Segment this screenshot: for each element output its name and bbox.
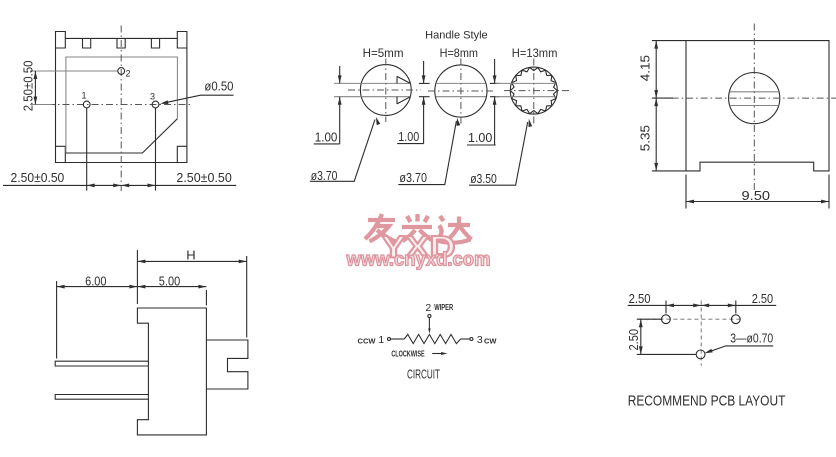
svg-text:2: 2	[425, 302, 431, 314]
svg-text:9.50: 9.50	[742, 188, 771, 203]
svg-text:CW: CW	[484, 336, 497, 345]
svg-text:1: 1	[378, 334, 384, 346]
svg-text:5.00: 5.00	[159, 273, 180, 288]
svg-text:2.50: 2.50	[626, 329, 641, 351]
svg-text:ø3.70: ø3.70	[311, 168, 338, 183]
svg-text:Handle Style: Handle Style	[425, 29, 488, 41]
svg-text:WIPER: WIPER	[434, 304, 453, 312]
svg-text:H=5mm: H=5mm	[363, 46, 404, 60]
svg-text:www.cnyxd.com: www.cnyxd.com	[346, 249, 491, 271]
svg-text:ø3.50: ø3.50	[470, 171, 497, 186]
svg-text:2.50±0.50: 2.50±0.50	[176, 170, 231, 185]
svg-text:4.15: 4.15	[637, 55, 652, 81]
svg-text:2.50±0.50: 2.50±0.50	[11, 170, 65, 185]
svg-text:ø3.70: ø3.70	[399, 170, 427, 185]
svg-text:1: 1	[81, 91, 86, 101]
svg-text:CCW: CCW	[358, 336, 377, 345]
svg-text:3—ø0.70: 3—ø0.70	[730, 331, 773, 346]
svg-text:6.00: 6.00	[85, 273, 106, 288]
svg-text:2.50: 2.50	[752, 291, 774, 306]
svg-text:3: 3	[477, 334, 483, 346]
svg-text:2.50±0.50: 2.50±0.50	[20, 61, 35, 112]
svg-text:1.00: 1.00	[398, 129, 419, 144]
svg-text:5.35: 5.35	[637, 125, 652, 151]
svg-text:CLOCKWISE: CLOCKWISE	[391, 351, 425, 359]
svg-text:H=13mm: H=13mm	[512, 46, 558, 60]
svg-text:1.00: 1.00	[315, 129, 338, 144]
svg-text:RECOMMEND PCB LAYOUT: RECOMMEND PCB LAYOUT	[628, 393, 786, 409]
svg-text:H=8mm: H=8mm	[440, 46, 478, 60]
svg-text:1.00: 1.00	[468, 130, 492, 145]
svg-text:YXD: YXD	[382, 229, 456, 265]
svg-text:2.50: 2.50	[629, 291, 651, 306]
svg-text:CIRCUIT: CIRCUIT	[407, 367, 440, 381]
svg-text:H: H	[186, 247, 195, 262]
svg-text:2: 2	[125, 69, 130, 79]
svg-text:3: 3	[150, 92, 155, 102]
svg-text:ø0.50: ø0.50	[204, 79, 233, 94]
